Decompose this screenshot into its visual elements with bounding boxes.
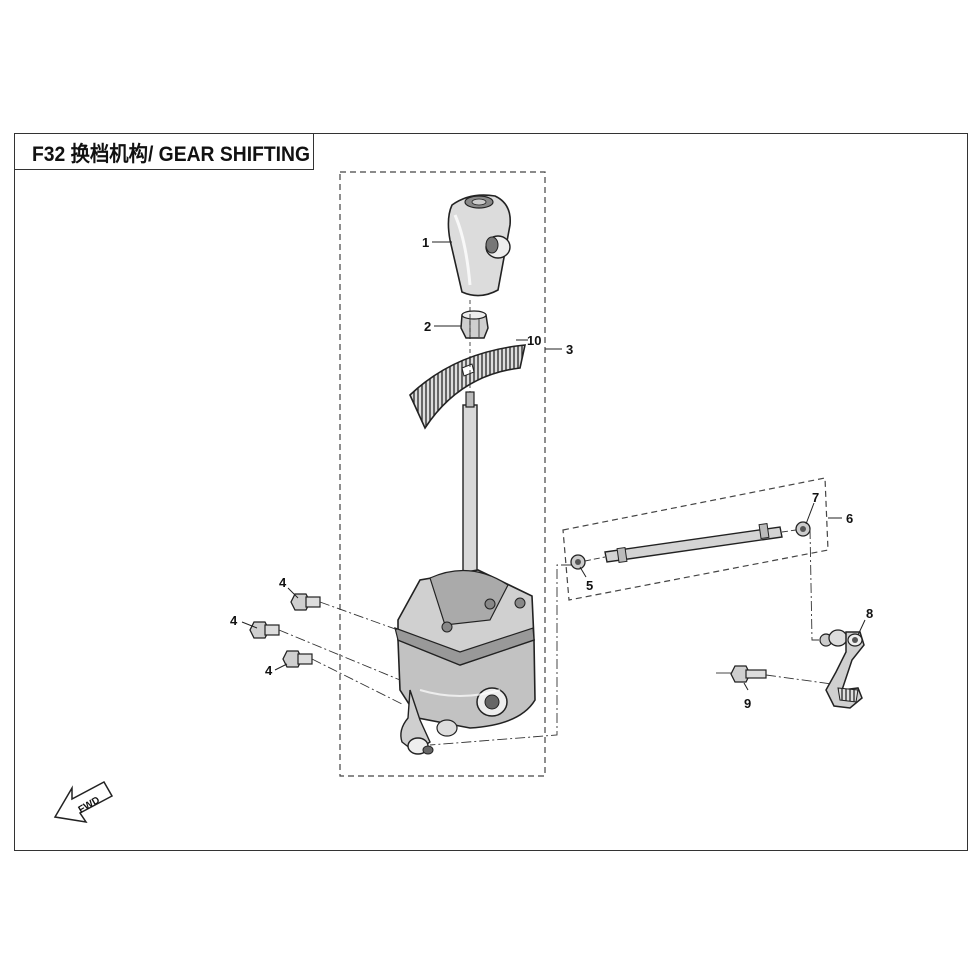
rod-alignment-lines — [429, 528, 826, 746]
callout-2: 2 — [424, 319, 431, 334]
diagram-frame — [14, 133, 968, 851]
arm-bolt-part-9 — [716, 665, 833, 685]
shift-rod-part — [604, 522, 783, 564]
callout-9: 9 — [744, 696, 751, 711]
callout-4b: 4 — [230, 613, 238, 628]
callout-3: 3 — [566, 342, 573, 357]
callout-7: 7 — [812, 490, 819, 505]
shift-lever-rod — [462, 300, 478, 596]
shift-arm-part — [819, 629, 865, 709]
callout-leader-lines — [241, 241, 866, 691]
callout-4c: 4 — [265, 663, 273, 678]
nut-part-5 — [570, 554, 586, 570]
title-box — [14, 133, 314, 170]
callout-4a: 4 — [279, 575, 287, 590]
bolt-part-4a — [290, 593, 321, 611]
nut-part-7 — [795, 521, 811, 537]
forward-direction-arrow: FWD — [53, 780, 114, 824]
callout-8: 8 — [866, 606, 873, 621]
knob-nut-part — [460, 310, 489, 339]
gear-indicator-plate-part — [409, 344, 527, 430]
diagram-title: F32 换档机构/ GEAR SHIFTING — [32, 143, 311, 166]
bolt-part-4c — [282, 650, 313, 668]
callout-1: 1 — [422, 235, 429, 250]
shifter-housing — [394, 569, 536, 755]
shift-knob-part — [447, 194, 512, 297]
assembly-3-outline — [339, 171, 546, 777]
callout-5: 5 — [586, 578, 593, 593]
callout-10: 10 — [527, 333, 541, 348]
bolt-alignment-lines — [278, 601, 405, 706]
callout-6: 6 — [846, 511, 853, 526]
bolt-part-4b — [249, 621, 280, 639]
